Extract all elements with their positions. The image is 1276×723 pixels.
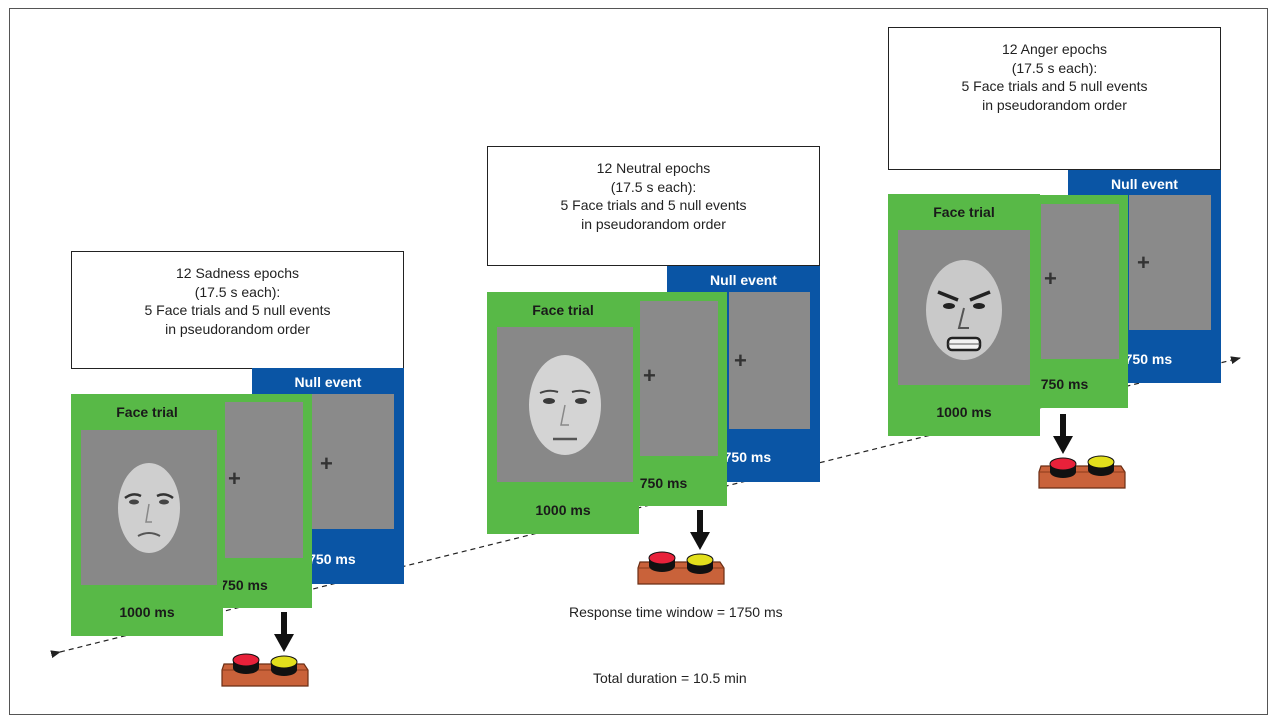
null-event-label: Null event	[710, 272, 777, 288]
null-event-label: Null event	[1111, 176, 1178, 192]
epoch-line: (17.5 s each):	[1011, 59, 1098, 76]
fixation-duration: 750 ms	[639, 475, 688, 491]
epoch-line: in pseudorandom order	[165, 320, 310, 337]
figure-frame	[9, 8, 1268, 715]
fixation-cross: +	[1044, 266, 1057, 291]
epoch-line: in pseudorandom order	[982, 96, 1127, 113]
epoch-line: 5 Face trials and 5 null events	[144, 302, 331, 318]
epoch-line: 5 Face trials and 5 null events	[961, 78, 1148, 94]
face-trial-duration: 1000 ms	[535, 502, 591, 518]
anger-epoch-description: 12 Anger epochs (17.5 s each): 5 Face tr…	[888, 27, 1221, 170]
null-event-duration: 1750 ms	[300, 551, 356, 567]
epoch-line: 12 Sadness epochs	[176, 265, 299, 281]
fixation-screen: +	[225, 402, 303, 558]
fixation-cross: +	[228, 466, 241, 491]
null-fixation-screen: +	[729, 292, 810, 429]
response-button-box	[220, 612, 310, 692]
null-event-label: Null event	[294, 374, 362, 390]
face-trial-label: Face trial	[933, 204, 995, 220]
response-time-caption: Response time window = 1750 ms	[569, 604, 783, 620]
epoch-line: (17.5 s each):	[194, 283, 281, 300]
response-button-box	[636, 510, 726, 590]
neutral-epoch-description: 12 Neutral epochs (17.5 s each): 5 Face …	[487, 146, 820, 266]
null-fixation-screen: +	[1129, 195, 1211, 330]
face-trial-duration: 1000 ms	[936, 404, 992, 420]
epoch-line: in pseudorandom order	[581, 215, 726, 232]
fixation-screen: +	[1041, 204, 1119, 359]
response-button-box	[1037, 414, 1127, 494]
epoch-line: 5 Face trials and 5 null events	[560, 197, 747, 213]
null-event-duration: 1750 ms	[715, 449, 772, 465]
sadness-epoch-description: 12 Sadness epochs (17.5 s each): 5 Face …	[71, 251, 404, 369]
fixation-cross: +	[734, 348, 747, 373]
epoch-line: (17.5 s each):	[610, 178, 697, 195]
fixation-cross: +	[320, 451, 333, 476]
sad-face-icon	[81, 430, 217, 585]
total-duration-caption: Total duration = 10.5 min	[593, 670, 747, 686]
face-trial-label: Face trial	[116, 404, 178, 420]
angry-face-icon	[898, 230, 1030, 385]
epoch-line: 12 Anger epochs	[1001, 41, 1108, 57]
fixation-screen: +	[640, 301, 718, 456]
neutral-face-icon	[497, 327, 633, 482]
null-event-duration: 1750 ms	[1116, 351, 1173, 367]
face-trial-label: Face trial	[532, 302, 594, 318]
fixation-duration: 750 ms	[220, 577, 268, 593]
epoch-line: 12 Neutral epochs	[596, 160, 711, 176]
fixation-cross: +	[1137, 250, 1150, 275]
face-trial-duration: 1000 ms	[119, 604, 175, 620]
null-fixation-screen: +	[312, 394, 394, 529]
fixation-duration: 750 ms	[1040, 376, 1089, 392]
fixation-cross: +	[643, 363, 656, 388]
